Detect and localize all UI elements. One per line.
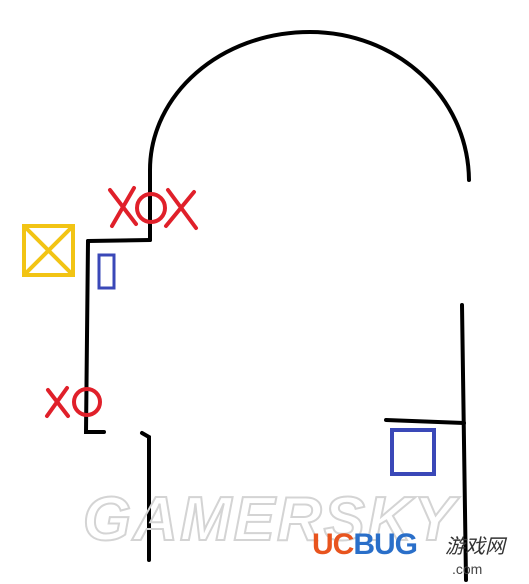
x-marker-left: [45, 386, 70, 418]
o-marker-left: [72, 387, 102, 417]
x-marker-top-left: [108, 186, 138, 228]
gamersky-watermark: GAMERSKY: [83, 485, 461, 554]
walls: [83, 29, 471, 582]
ucbug-logo-cn: 游戏网: [445, 534, 505, 558]
x-marker-top-right: [164, 188, 198, 230]
ucbug-logo-uc: UC: [312, 528, 354, 561]
yellow-crate-marker: [22, 224, 75, 277]
blue-small-rect-marker: [97, 253, 116, 290]
o-marker-top: [135, 192, 167, 224]
upper-left-ledge: [86, 238, 152, 243]
red-markers: [45, 186, 198, 418]
right-ledge: [384, 418, 466, 425]
ucbug-logo-com: .com: [452, 561, 483, 577]
dome-wall: [148, 29, 471, 242]
lower-left-wall: [140, 431, 151, 562]
right-wall: [460, 303, 468, 582]
left-wall: [83, 239, 106, 434]
ucbug-logo: UCBUG: [312, 528, 418, 561]
blue-square-marker: [390, 428, 436, 476]
ucbug-logo-bug: BUG: [353, 528, 418, 561]
